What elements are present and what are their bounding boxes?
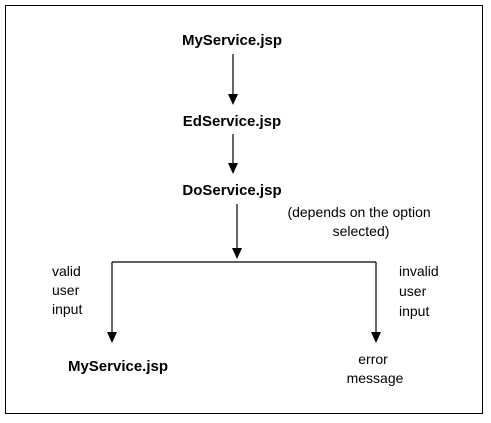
depends-on-option-note: (depends on the option selected) xyxy=(287,204,434,239)
arrowhead-valid-branch xyxy=(107,332,117,343)
arrowhead-invalid-branch xyxy=(371,332,381,343)
depends-note-line-2: selected) xyxy=(333,223,390,239)
node-doservice: DoService.jsp xyxy=(182,182,281,199)
error-message-line-2: message xyxy=(347,370,404,386)
node-error-message: error message xyxy=(347,351,404,386)
valid-label-line-3: input xyxy=(52,301,82,317)
arrowhead-myservice-to-edservice xyxy=(228,94,238,105)
node-edservice: EdService.jsp xyxy=(183,113,281,130)
diagram-frame xyxy=(5,5,483,414)
invalid-label-line-1: invalid xyxy=(399,263,439,279)
node-myservice-bottom: MyService.jsp xyxy=(68,358,168,375)
node-myservice-top: MyService.jsp xyxy=(182,32,282,49)
valid-label-line-1: valid xyxy=(52,263,81,279)
arrowhead-doservice-to-branch xyxy=(232,248,242,259)
invalid-label-line-2: user xyxy=(399,283,427,299)
arrowhead-edservice-to-doservice xyxy=(228,163,238,174)
invalid-label-line-3: input xyxy=(399,303,429,319)
error-message-line-1: error xyxy=(358,351,388,367)
valid-user-input-label: valid user input xyxy=(52,263,85,317)
valid-label-line-2: user xyxy=(52,282,80,298)
invalid-user-input-label: invalid user input xyxy=(399,263,443,319)
depends-note-line-1: (depends on the option xyxy=(287,204,430,220)
